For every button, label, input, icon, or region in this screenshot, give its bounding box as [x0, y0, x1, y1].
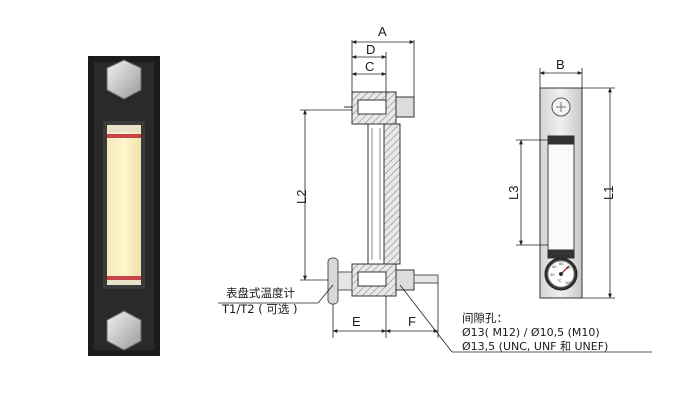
section-back-plate [383, 123, 401, 265]
gauge-tick-low: 20 [550, 272, 555, 277]
bottom-screw-head [395, 269, 415, 291]
dim-label-l2: L2 [294, 190, 309, 204]
hole-note-line2: Ø13( M12) / Ø10,5 (M10) [462, 326, 600, 339]
section-drawing [327, 91, 439, 305]
dim-label-l1: L1 [601, 186, 616, 200]
dim-label-b: B [556, 57, 565, 72]
thermometer-callout-line2: T1/T2 ( 可选 ) [221, 302, 298, 316]
level-gauge-photo [88, 56, 160, 356]
max-mark [107, 134, 141, 138]
thermometer-side-icon [327, 257, 353, 305]
gauge-tick-mid: 40 [552, 264, 557, 269]
gauge-unit: °C [557, 278, 562, 283]
thermometer-callout-line1: 表盘式温度计 [226, 286, 295, 300]
probe-stem [413, 274, 439, 284]
dim-label-c: C [365, 59, 374, 74]
dim-label-d: D [366, 42, 375, 57]
section-dimensions [218, 40, 652, 353]
hole-note-line1: 间隙孔： [462, 311, 508, 325]
gauge-tick-high: 60 [559, 261, 564, 266]
top-hex-bolt-icon [106, 59, 142, 100]
dim-label-l3: L3 [506, 186, 521, 200]
gauge-tick-top: 80 [566, 265, 571, 270]
min-mark [107, 276, 141, 280]
sight-tube [107, 125, 141, 285]
front-view [539, 87, 583, 299]
dim-label-f: F [408, 314, 416, 329]
front-dimensions [516, 68, 615, 299]
gauge-tick-max: 100 [565, 280, 572, 285]
gauge-scale-labels: 20 40 60 80 100 °C [550, 261, 572, 285]
dim-label-a: A [378, 24, 387, 39]
hole-note-line3: Ø13,5 (UNC, UNF 和 UNEF) [462, 340, 608, 353]
front-window [547, 135, 575, 259]
dial-thermometer-icon [544, 257, 578, 291]
section-tube [367, 123, 385, 265]
top-screw-head [395, 96, 415, 118]
dim-label-e: E [352, 314, 361, 329]
bottom-hex-bolt-icon [106, 310, 142, 351]
